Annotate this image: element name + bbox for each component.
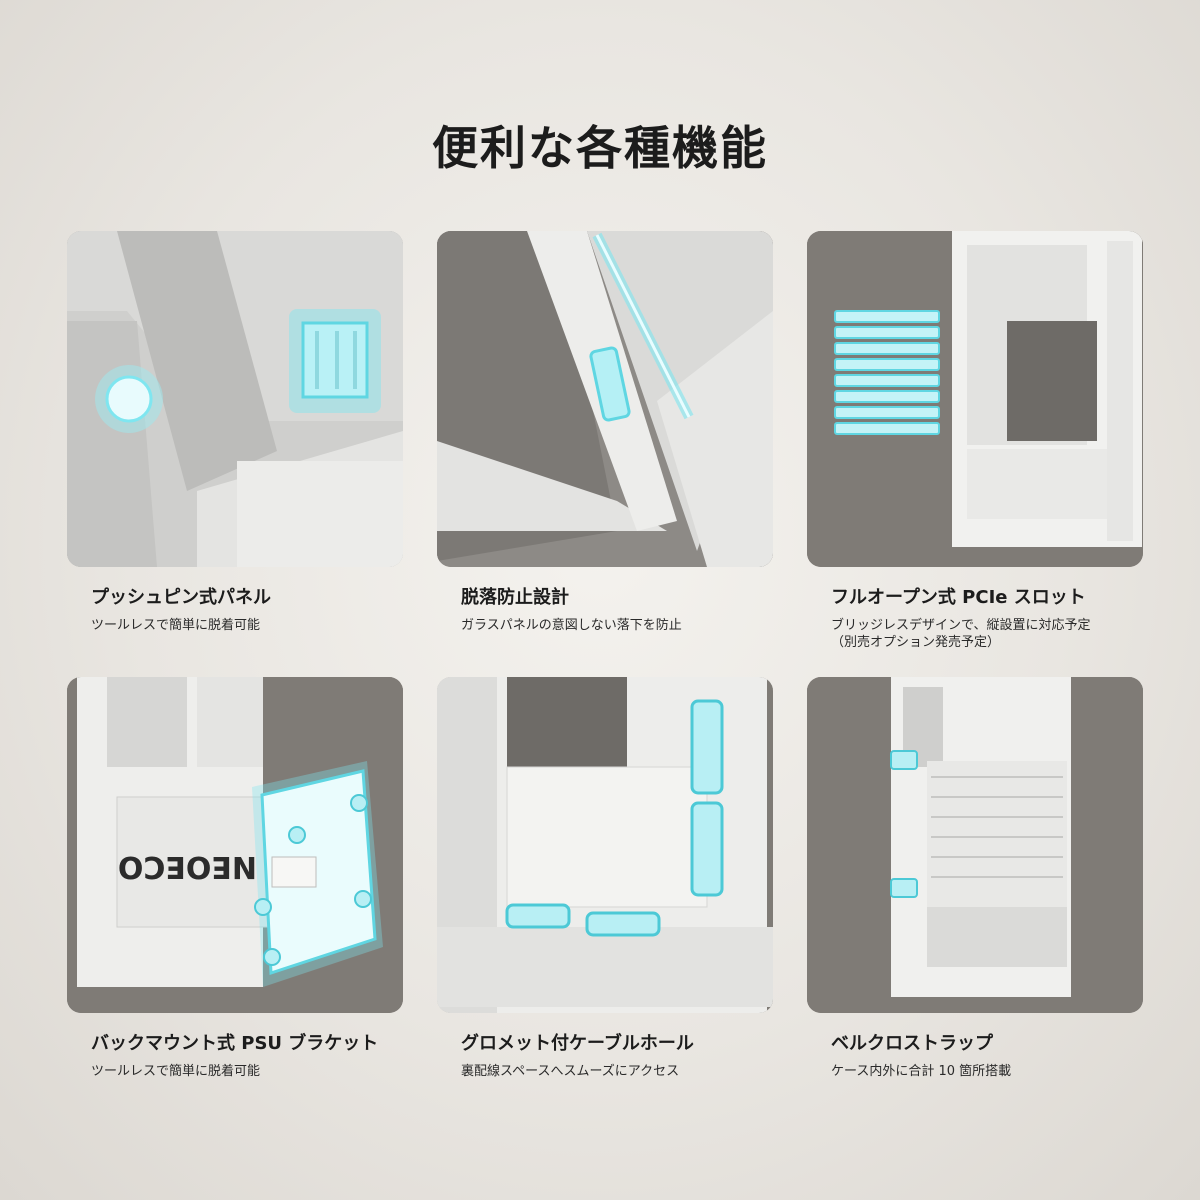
feature-image-pcie-slots — [807, 231, 1143, 567]
psu-brand-label: NEOECO — [118, 849, 257, 884]
feature-card-push-pin: プッシュピン式パネル ツールレスで簡単に脱着可能 — [67, 231, 407, 634]
page-title: 便利な各種機能 — [432, 121, 768, 175]
feature-description: ツールレスで簡単に脱着可能 — [91, 618, 261, 633]
feature-title: グロメット付ケーブルホール — [461, 1033, 694, 1054]
feature-card-cable-grommets: グロメット付ケーブルホール 裏配線スペースへスムーズにアクセス — [437, 677, 777, 1080]
feature-title: プッシュピン式パネル — [91, 587, 271, 608]
feature-image-velcro-straps — [807, 677, 1143, 1013]
feature-title: フルオープン式 PCIe スロット — [831, 587, 1086, 608]
feature-description: 裏配線スペースへスムーズにアクセス — [461, 1064, 680, 1079]
feature-description: ケース内外に合計 10 箇所搭載 — [831, 1064, 1012, 1079]
feature-image-push-pin — [67, 231, 403, 567]
feature-description: ガラスパネルの意図しない落下を防止 — [461, 618, 682, 633]
feature-image-psu-bracket: NEOECO — [67, 677, 403, 1013]
feature-card-fall-prevention: 脱落防止設計 ガラスパネルの意図しない落下を防止 — [437, 231, 777, 634]
feature-card-psu-bracket: NEOECO バックマウント式 PSU ブラケット ツールレスで簡単に脱着可能 — [67, 677, 407, 1080]
feature-card-pcie: フルオープン式 PCIe スロット ブリッジレスデザインで、縦設置に対応予定 （… — [807, 231, 1147, 651]
feature-title: バックマウント式 PSU ブラケット — [91, 1033, 379, 1054]
feature-image-cable-grommets — [437, 677, 773, 1013]
feature-title: 脱落防止設計 — [461, 587, 569, 608]
feature-description: ツールレスで簡単に脱着可能 — [91, 1064, 261, 1079]
feature-description: ブリッジレスデザインで、縦設置に対応予定 （別売オプション発売予定） — [831, 618, 1091, 650]
feature-title: ベルクロストラップ — [831, 1033, 993, 1054]
feature-card-velcro-straps: ベルクロストラップ ケース内外に合計 10 箇所搭載 — [807, 677, 1147, 1080]
feature-image-glass-panel — [437, 231, 773, 567]
